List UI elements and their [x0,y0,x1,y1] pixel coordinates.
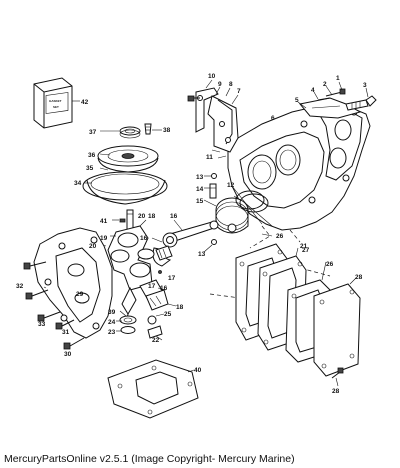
callout-14: 14 [196,186,204,193]
callout-3: 3 [363,82,367,89]
callout-35: 35 [86,165,94,172]
callout-28-upper: 28 [355,274,363,281]
crankcase-cover[interactable] [33,227,113,339]
callout-23: 23 [108,329,116,336]
outer-cover[interactable] [313,283,361,377]
callout-12: 12 [227,182,235,189]
cover-bolt-bottom-left[interactable] [37,311,61,322]
callout-7: 7 [237,88,241,95]
callout-16-cap: 16 [140,235,148,242]
callout-31: 31 [62,329,70,336]
callout-13-upper: 13 [196,174,204,181]
gasket-set-line1: GASKET [49,99,62,103]
callout-11: 11 [206,154,213,161]
bearing-cage[interactable] [139,279,169,311]
callout-27: 27 [302,247,310,254]
oil-seal[interactable] [119,315,137,334]
callout-25: 25 [164,311,172,318]
callout-38: 38 [163,127,171,134]
gasket-set-box[interactable]: GASKET SET [33,77,73,129]
relief-valve[interactable] [345,95,377,111]
callout-39: 39 [108,309,116,316]
needle-bearing-upper[interactable] [155,245,173,261]
callout-2: 2 [323,81,327,88]
callout-32: 32 [16,283,24,290]
cover-bolt-left[interactable] [25,289,49,300]
callout-29: 29 [76,291,84,298]
callout-17-lower: 17 [148,283,156,290]
piston-rings[interactable] [235,190,269,213]
mounting-bracket[interactable] [187,87,239,153]
top-bolt[interactable] [317,88,346,101]
callout-20-left: 20 [89,243,97,250]
callout-26-lower: 26 [326,261,334,268]
cover-bolt-mid[interactable] [55,319,75,330]
callout-33: 33 [38,321,46,328]
retainer-ring[interactable] [147,315,163,339]
callout-15: 15 [196,198,204,205]
callout-6: 6 [271,115,275,122]
callout-17-upper: 17 [168,275,176,282]
callout-5: 5 [295,97,299,104]
callout-8: 8 [229,81,233,88]
callout-16-rod: 16 [170,213,178,220]
callout-13-lower: 13 [198,251,206,258]
callout-30: 30 [64,351,72,358]
callout-10: 10 [208,73,216,80]
callout-22: 22 [152,337,160,344]
callout-16-lower: 16 [160,285,168,292]
cover-screw[interactable] [331,367,344,379]
wrist-pin[interactable] [209,183,217,199]
callout-1: 1 [336,75,340,82]
gasket-set-line2: SET [53,105,59,109]
callout-21: 21 [300,243,308,250]
connecting-rod[interactable] [162,220,219,248]
callout-9: 9 [218,81,222,88]
key[interactable] [119,218,126,223]
cover-bolt-bottom[interactable] [63,337,85,350]
callout-42: 42 [81,99,89,106]
callout-19: 19 [100,235,108,242]
copyright-footer: MercuryPartsOnline v2.5.1 (Image Copyrig… [4,453,295,465]
pin-retainers[interactable] [211,173,217,245]
piston[interactable] [215,197,249,234]
flywheel-assembly[interactable] [82,123,168,205]
callout-41: 41 [100,218,108,225]
callout-18-lower: 18 [176,304,184,311]
callout-24: 24 [108,319,116,326]
callout-20-upper: 20 [138,213,146,220]
exploded-parts-diagram: GASKET SET [16,73,377,419]
crankshaft[interactable] [107,209,155,325]
callout-34: 34 [74,180,82,187]
callout-40: 40 [194,367,202,374]
base-gasket[interactable] [107,359,199,419]
callouts: 1 2 3 4 5 6 7 8 9 10 11 12 13 13 14 15 1… [16,73,367,395]
callout-26-upper: 26 [276,233,284,240]
callout-37: 37 [89,129,97,136]
callout-4: 4 [311,87,315,94]
cover-bolt-top[interactable] [23,261,47,270]
callout-28-lower: 28 [332,388,340,395]
callout-36: 36 [88,152,96,159]
callout-18-upper: 18 [148,213,156,220]
